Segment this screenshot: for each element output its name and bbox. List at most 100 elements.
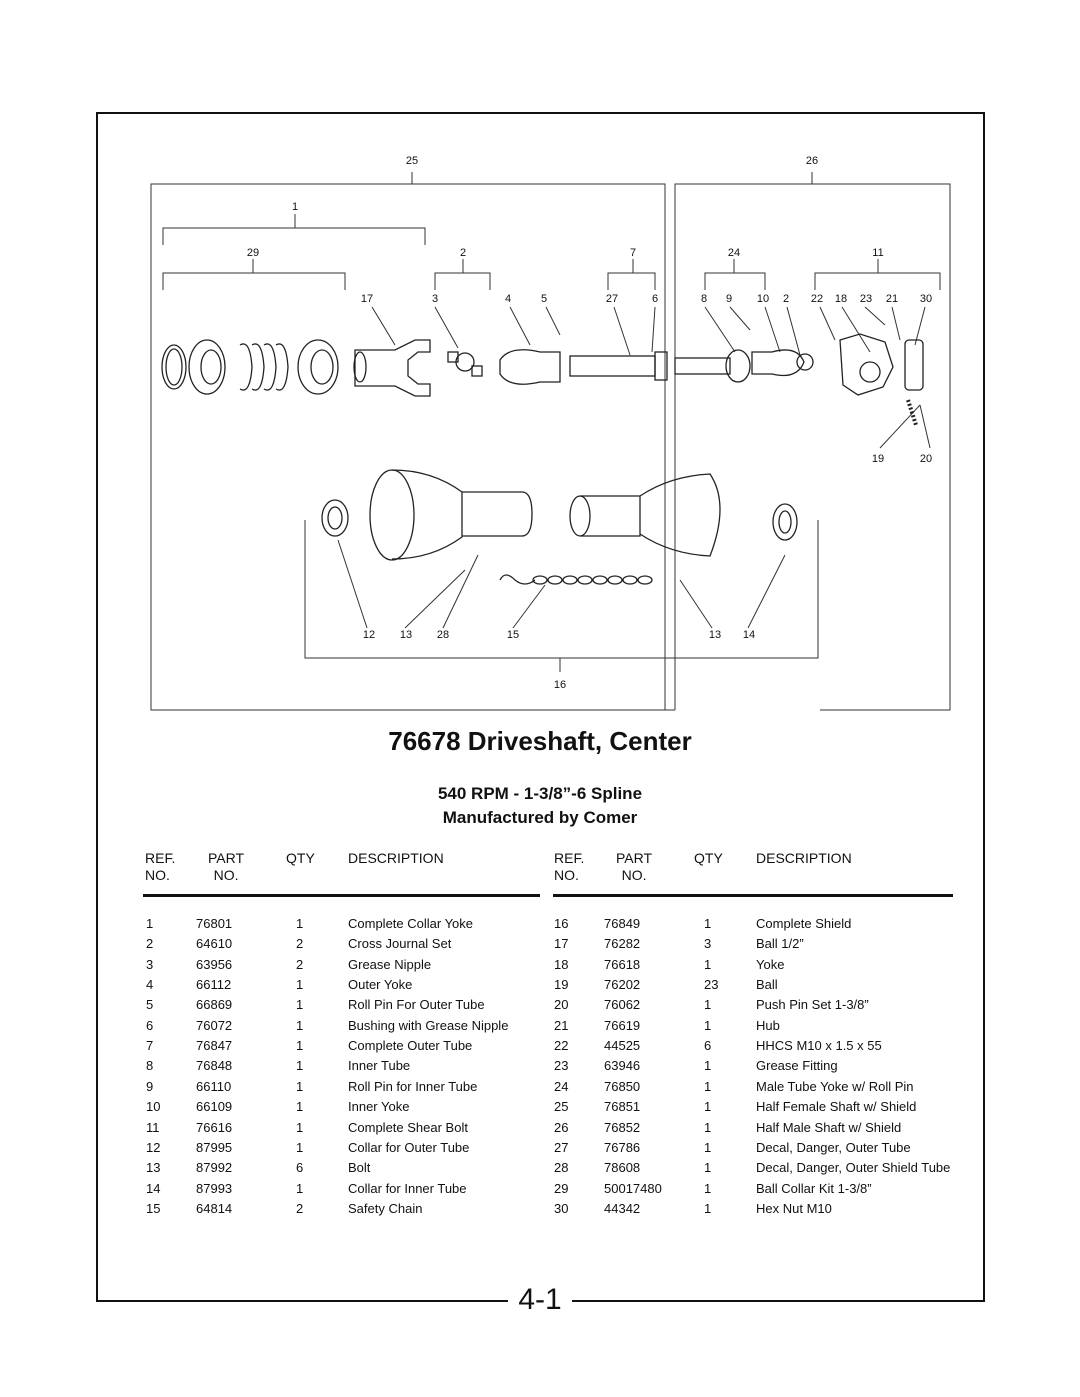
table-cell-desc: Half Male Shaft w/ Shield (756, 1120, 902, 1135)
table-cell-ref: 28 (554, 1160, 569, 1175)
outer-shield-cone (369, 469, 415, 561)
table-cell-ref: 23 (554, 1058, 569, 1073)
table-cell-qty: 1 (296, 1058, 304, 1073)
table-cell-desc: Complete Outer Tube (348, 1038, 473, 1053)
frame-bottom-border-right (572, 1300, 985, 1302)
header-qty: QTY (286, 850, 315, 866)
table-cell-part: 76616 (196, 1120, 233, 1135)
table-cell-qty: 6 (296, 1160, 304, 1175)
header-rule-left (143, 894, 540, 897)
table-cell-desc: Collar for Outer Tube (348, 1140, 470, 1155)
table-cell-part: 63956 (196, 957, 233, 972)
spec-subtitle: 540 RPM - 1-3/8”-6 Spline (437, 784, 643, 803)
header-description: DESCRIPTION (348, 850, 444, 866)
table-cell-ref: 11 (146, 1120, 160, 1135)
header-ref: REF.NO. (554, 850, 585, 883)
table-cell-qty: 1 (296, 997, 304, 1012)
table-cell-desc: Grease Fitting (756, 1058, 838, 1073)
outer-yoke-shape (499, 349, 561, 385)
table-cell-qty: 1 (704, 1058, 712, 1073)
table-cell-desc: Outer Yoke (348, 977, 413, 992)
collar-sleeve (188, 339, 226, 395)
page-number: 4-1 (518, 1283, 562, 1316)
table-cell-qty: 1 (296, 1181, 304, 1196)
table-cell-qty: 1 (704, 1120, 712, 1135)
header-rule-right (553, 894, 953, 897)
callout-2: 2 (460, 247, 466, 259)
callout-7: 7 (630, 247, 636, 259)
cross-journal-shape (455, 352, 475, 372)
table-cell-qty: 1 (704, 997, 712, 1012)
table-cell-part: 66112 (196, 977, 232, 992)
table-cell-desc: Push Pin Set 1-3/8” (756, 997, 869, 1012)
table-cell-desc: Half Female Shaft w/ Shield (756, 1099, 917, 1114)
header-description: DESCRIPTION (756, 850, 852, 866)
table-cell-qty: 1 (296, 1120, 304, 1135)
header-qty: QTY (694, 850, 723, 866)
table-cell-qty: 1 (704, 916, 712, 931)
collar-yoke-shape (354, 339, 431, 397)
frame-left-border (96, 112, 98, 1302)
callout-30: 30 (920, 293, 932, 305)
callout-13b: 13 (709, 629, 721, 641)
table-cell-ref: 30 (554, 1201, 569, 1216)
table-cell-ref: 10 (146, 1099, 161, 1114)
table-cell-ref: 24 (554, 1079, 569, 1094)
table-cell-ref: 7 (146, 1038, 154, 1053)
table-cell-ref: 9 (146, 1079, 154, 1094)
table-cell-part: 44342 (604, 1201, 641, 1216)
table-cell-desc: Bushing with Grease Nipple (348, 1018, 509, 1033)
table-cell-ref: 25 (554, 1099, 569, 1114)
inner-shield-tube (569, 495, 591, 537)
table-cell-ref: 13 (146, 1160, 161, 1175)
table-cell-part: 76847 (196, 1038, 233, 1053)
table-cell-part: 76851 (604, 1099, 641, 1114)
table-cell-desc: Inner Yoke (348, 1099, 410, 1114)
table-cell-ref: 15 (146, 1201, 161, 1216)
table-cell-qty: 1 (704, 1099, 712, 1114)
table-cell-qty: 1 (704, 1201, 712, 1216)
callout-9: 9 (726, 293, 732, 305)
table-cell-qty: 1 (296, 1038, 304, 1053)
table-cell-desc: Grease Nipple (348, 957, 432, 972)
frame-right-border (983, 112, 985, 1302)
table-cell-desc: Inner Tube (348, 1058, 411, 1073)
inner-shield-cone (639, 473, 721, 557)
callout-20: 20 (920, 453, 932, 465)
callout-23: 23 (860, 293, 872, 305)
table-cell-qty: 1 (296, 1079, 304, 1094)
table-cell-desc: Complete Collar Yoke (348, 916, 474, 931)
table-cell-desc: HHCS M10 x 1.5 x 55 (756, 1038, 882, 1053)
table-cell-qty: 2 (296, 936, 304, 951)
safety-chain-hook (499, 574, 536, 585)
table-cell-qty: 6 (704, 1038, 712, 1053)
table-cell-part: 50017480 (604, 1181, 662, 1196)
outer-tube-shape (569, 355, 656, 377)
callout-29: 29 (247, 247, 259, 259)
callout-15: 15 (507, 629, 519, 641)
callout-28: 28 (437, 629, 449, 641)
callout-6: 6 (652, 293, 658, 305)
table-cell-part: 78608 (604, 1160, 641, 1175)
callout-3: 3 (432, 293, 438, 305)
table-cell-part: 76852 (604, 1120, 641, 1135)
table-cell-part: 76202 (604, 977, 641, 992)
callout-22: 22 (811, 293, 823, 305)
table-cell-ref: 1 (146, 916, 154, 931)
table-cell-ref: 12 (146, 1140, 161, 1155)
collar-ring (297, 339, 339, 395)
inner-yoke-shape (751, 349, 805, 377)
table-cell-desc: Hex Nut M10 (756, 1201, 832, 1216)
table-cell-qty: 1 (296, 916, 304, 931)
table-cell-part: 87995 (196, 1140, 233, 1155)
table-cell-part: 76282 (604, 936, 641, 951)
table-cell-part: 76850 (604, 1079, 641, 1094)
table-cell-ref: 22 (554, 1038, 569, 1053)
callout-21: 21 (886, 293, 898, 305)
table-cell-desc: Complete Shield (756, 916, 852, 931)
table-cell-ref: 21 (554, 1018, 569, 1033)
table-cell-qty: 2 (296, 1201, 304, 1216)
callout-14: 14 (743, 629, 755, 641)
table-cell-ref: 4 (146, 977, 154, 992)
